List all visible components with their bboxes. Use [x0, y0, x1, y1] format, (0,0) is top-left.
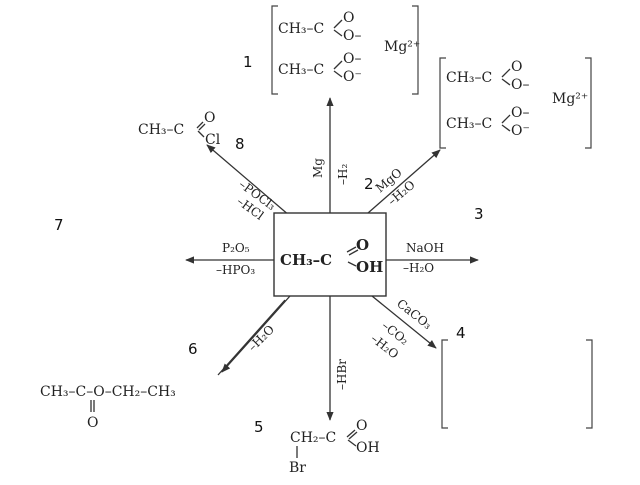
p5-oh: OH: [356, 440, 380, 456]
product-3: CH₃–C O O– CH₃–C O– O⁻ Mg²⁺: [439, 57, 592, 149]
p8-left: CH₃–C: [138, 122, 184, 138]
arrow-down-right: [371, 295, 437, 349]
p1-row2-left: CH₃–C: [278, 62, 324, 78]
p5-o: O: [356, 418, 367, 434]
arrow-down-left-second-line: [217, 299, 286, 376]
p3-row2-left: CH₃–C: [446, 116, 492, 132]
p8-cl: Cl: [205, 132, 221, 148]
number-6: 6: [188, 340, 198, 358]
p5-br: Br: [289, 460, 306, 476]
bracket-4-right: [586, 339, 593, 429]
bracket-1-left: [271, 5, 278, 95]
p1-row2-o-top: O–: [343, 51, 361, 67]
p3-row2-o-top: O–: [511, 105, 529, 121]
p1-row2-o-bottom: O⁻: [343, 69, 362, 85]
product-6: CH₃–C–O–CH₂–CH₃ O: [40, 384, 176, 431]
product-5: CH₂–C O OH Br: [289, 418, 380, 476]
number-3: 3: [474, 205, 484, 223]
center-ch3: CH₃–C: [280, 251, 332, 269]
p8-o: O: [204, 110, 215, 126]
cond-down-reagent: –HBr: [335, 359, 349, 390]
p1-row1-left: CH₃–C: [278, 21, 324, 37]
number-8: 8: [235, 135, 245, 153]
reaction-numbers: 1 2 3 4 5 6 7 8: [54, 53, 484, 436]
bracket-4-left: [441, 339, 448, 429]
product-4-bracket: [441, 339, 593, 429]
cond-left-reagent: P₂O₅: [222, 241, 250, 255]
p3-row1-o-bottom: O–: [511, 77, 529, 93]
cond-left-byproduct: –HPO₃: [216, 263, 255, 277]
p3-row1-o-top: O: [511, 59, 522, 75]
product-8: CH₃–C O Cl: [138, 110, 221, 148]
number-7: 7: [54, 216, 64, 234]
cond-right-reagent: NaOH: [406, 241, 444, 255]
number-2: 2: [364, 175, 374, 193]
bracket-3-right: [585, 57, 592, 149]
cond-up-byproduct: –H₂: [336, 164, 350, 185]
center-compound: CH₃–C O OH: [273, 212, 387, 297]
p3-metal: Mg²⁺: [552, 91, 588, 107]
p6-chain: CH₃–C–O–CH₂–CH₃: [40, 384, 176, 400]
p3-row1-left: CH₃–C: [446, 70, 492, 86]
cond-right-byproduct: –H₂O: [403, 261, 434, 275]
center-o: O: [356, 236, 369, 254]
p1-row1-o-top: O: [343, 10, 354, 26]
p6-o: O: [87, 415, 98, 431]
number-1: 1: [243, 53, 253, 71]
p3-row2-o-bottom: O⁻: [511, 123, 530, 139]
arrow-up-left: [206, 144, 291, 217]
cond-up-reagent: Mg: [311, 158, 325, 178]
center-oh: OH: [356, 258, 383, 276]
arrows: [185, 97, 479, 421]
arrow-up-right: [367, 149, 441, 214]
number-4: 4: [456, 324, 466, 342]
number-5: 5: [254, 418, 264, 436]
bracket-3-left: [439, 57, 446, 149]
bracket-1-right: [412, 5, 419, 95]
p5-top: CH₂–C: [290, 430, 336, 446]
p1-row1-o-bottom: O–: [343, 28, 361, 44]
product-1: CH₃–C O O– CH₃–C O– O⁻ Mg²⁺: [271, 5, 420, 95]
arrow-down-left: [221, 295, 291, 373]
center-box: [273, 212, 387, 297]
cond-dl-byproduct: –H₂O: [245, 322, 277, 354]
p1-metal: Mg²⁺: [384, 39, 420, 55]
